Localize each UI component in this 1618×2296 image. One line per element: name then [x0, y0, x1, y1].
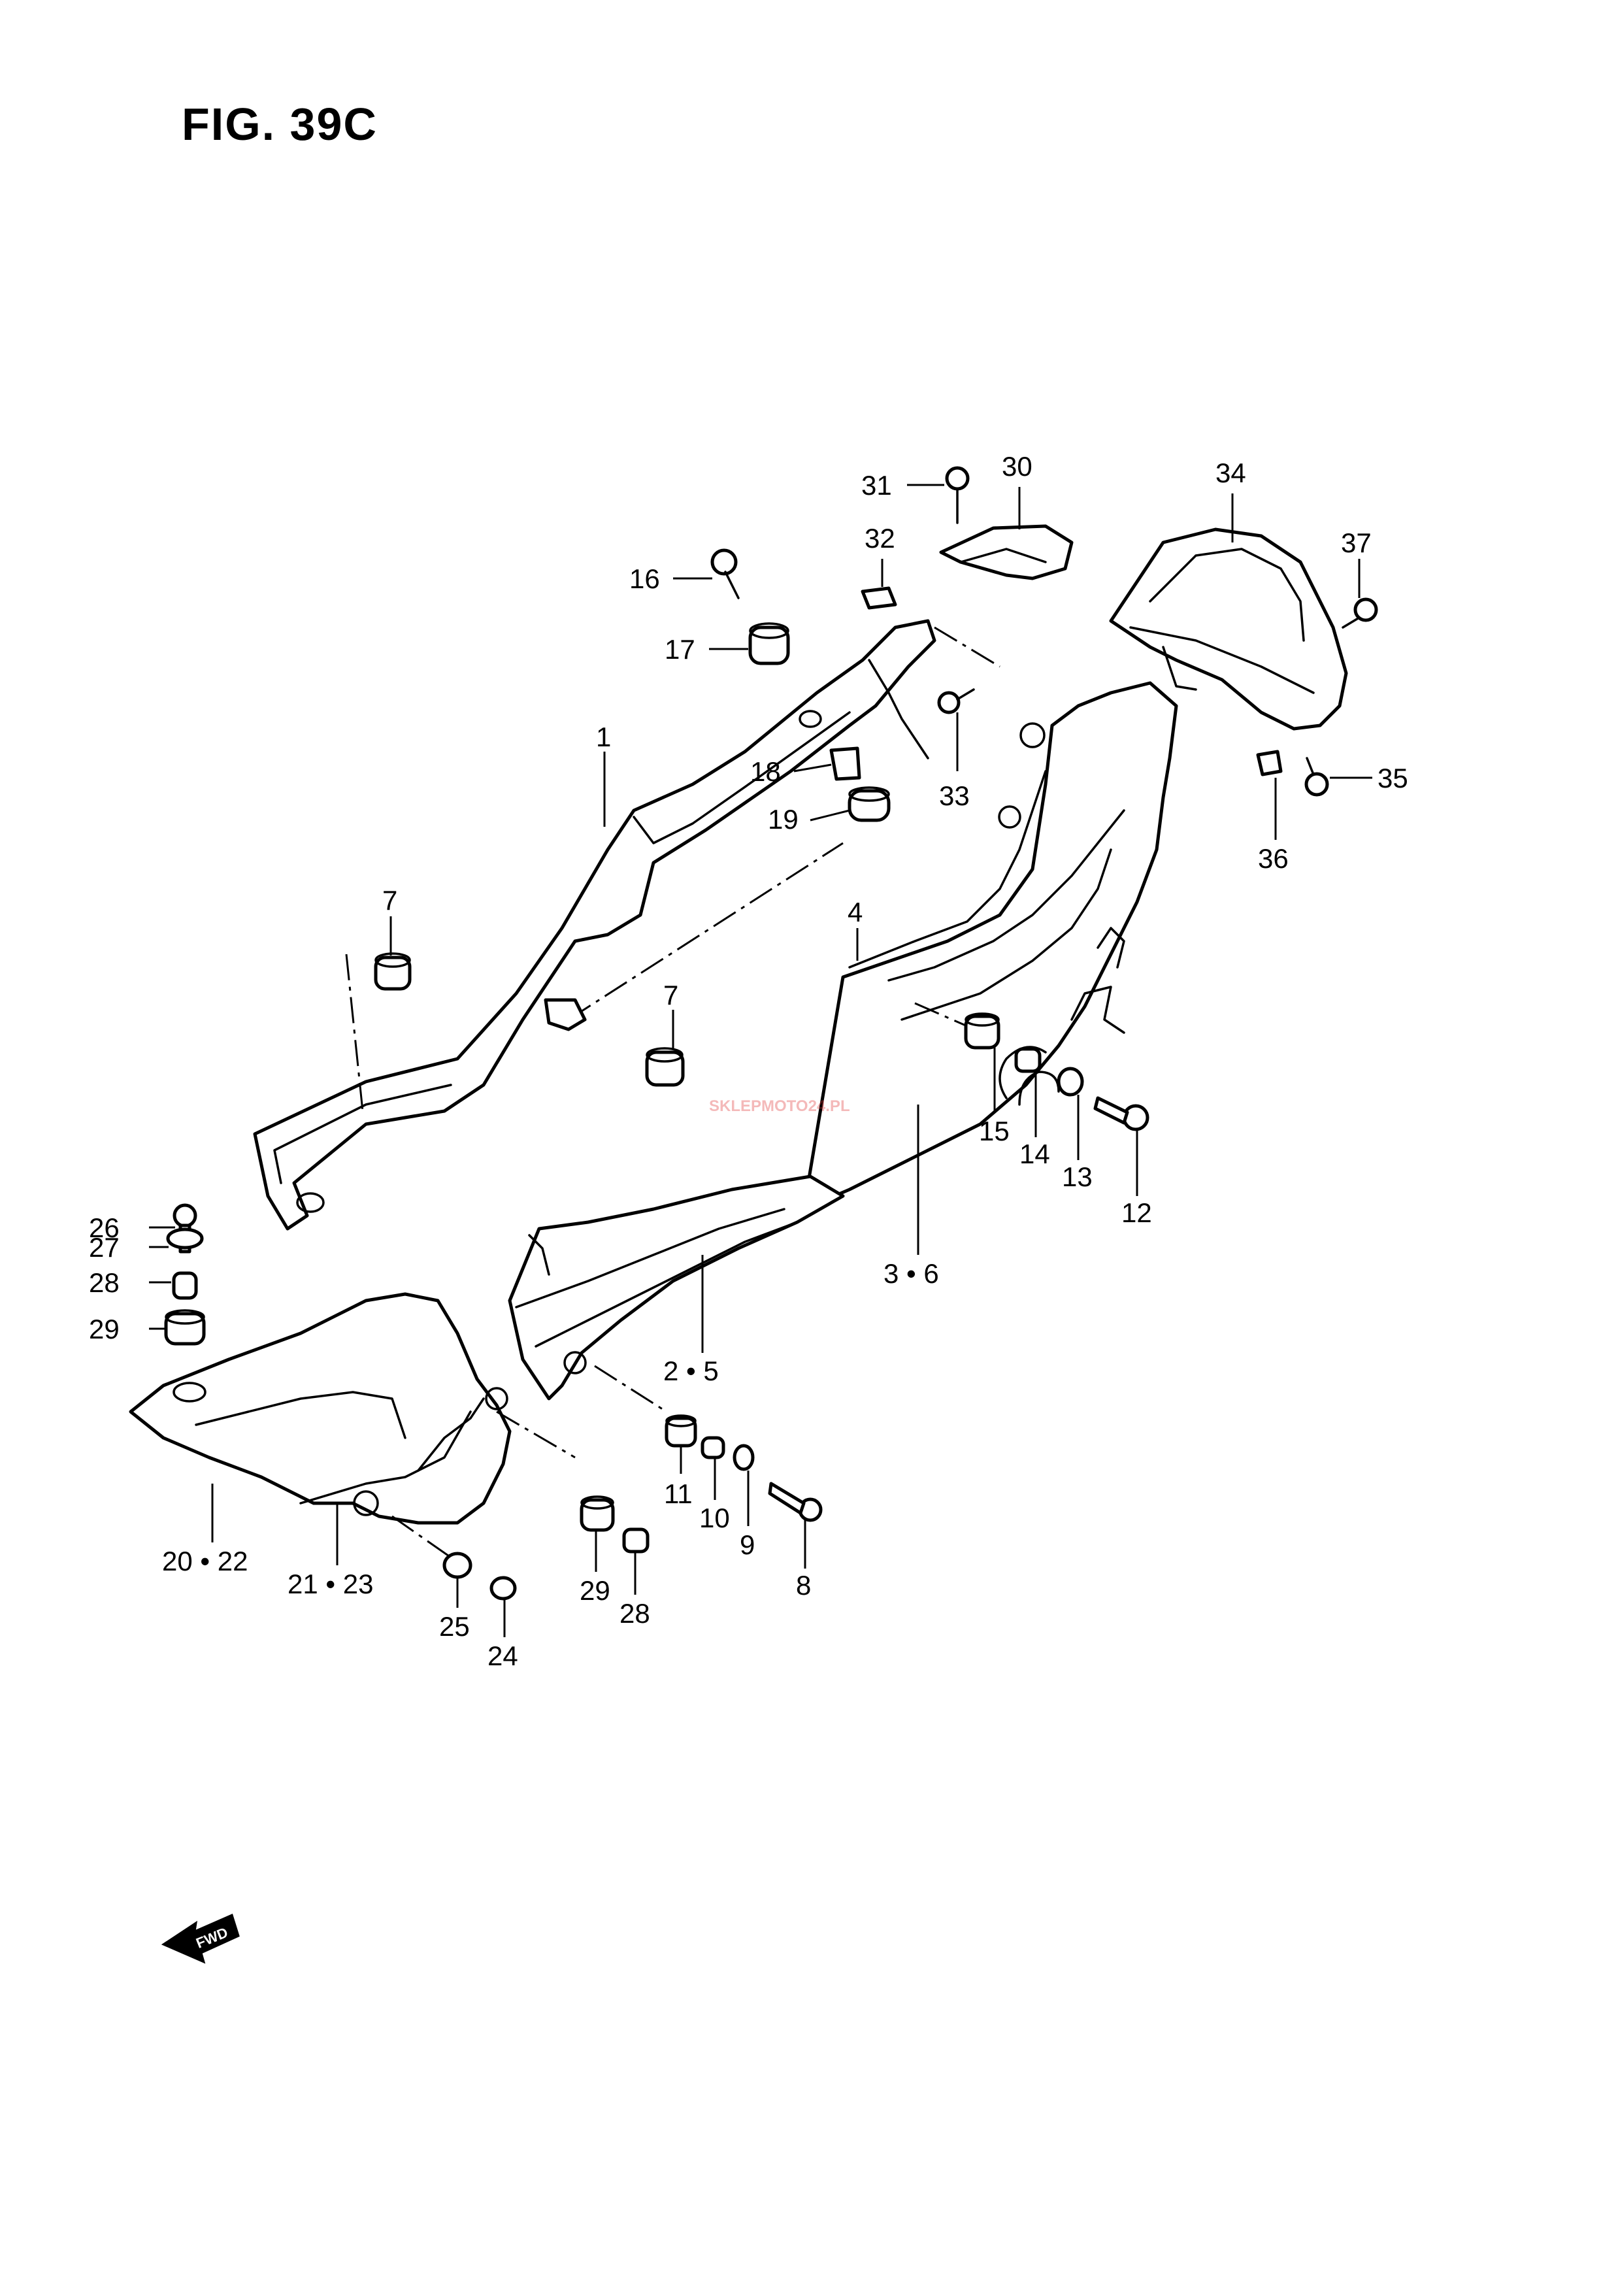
callout-34: 34 — [1215, 458, 1246, 488]
part-24-screw — [489, 1576, 517, 1601]
part-28-collar-lower — [622, 1527, 650, 1554]
part-11-grommet — [665, 1414, 697, 1448]
part-3-6-frame-cover — [802, 681, 1178, 1211]
callout-10: 10 — [699, 1503, 730, 1533]
callout-31: 31 — [861, 470, 892, 501]
callout-18: 18 — [750, 756, 781, 787]
callout-2-5: 2 • 5 — [663, 1356, 719, 1386]
part-7-grommet-upper — [374, 952, 412, 991]
part-28-collar-left — [172, 1271, 198, 1300]
callout-13: 13 — [1062, 1161, 1093, 1192]
callout-36: 36 — [1258, 843, 1289, 874]
watermark-text: SKLEPMOTO24.PL — [709, 1097, 850, 1115]
part-1-frame-bracket — [253, 619, 936, 1231]
part-20-22-lower-cover — [129, 1292, 512, 1525]
part-14-collar — [1014, 1047, 1042, 1073]
part-27-washer — [166, 1227, 204, 1250]
part-17-grommet — [748, 622, 790, 665]
callout-11: 11 — [664, 1478, 693, 1509]
callout-7: 7 — [663, 980, 678, 1010]
callout-20-22: 20 • 22 — [162, 1546, 248, 1576]
part-7-grommet-lower — [645, 1047, 685, 1087]
part-32-clip-nut — [861, 586, 897, 610]
part-33-screw — [937, 688, 975, 714]
part-9-washer — [733, 1444, 755, 1471]
part-34-tail-bracket — [1109, 527, 1348, 731]
callout-3-6: 3 • 6 — [883, 1258, 939, 1289]
callout-28: 28 — [89, 1267, 120, 1298]
callout-15: 15 — [979, 1116, 1010, 1146]
callout-8: 8 — [796, 1570, 811, 1601]
callout-24: 24 — [487, 1640, 518, 1671]
part-16-bolt — [710, 548, 740, 599]
fwd-arrow-icon: FWD — [161, 1913, 240, 1964]
part-35-screw — [1304, 757, 1329, 797]
part-13-washer — [1057, 1067, 1084, 1097]
part-10-collar — [701, 1436, 725, 1459]
callout-4: 4 — [848, 897, 863, 927]
callout-29: 29 — [89, 1314, 120, 1344]
part-36-clip-nut — [1256, 750, 1283, 776]
callout-9: 9 — [740, 1529, 755, 1560]
callout-12: 12 — [1121, 1197, 1152, 1228]
callout-32: 32 — [865, 523, 895, 554]
part-29-grommet-left — [164, 1309, 206, 1346]
callout-21-23: 21 • 23 — [288, 1569, 373, 1599]
figure-title: FIG. 39C — [182, 99, 378, 150]
callout-29: 29 — [580, 1575, 610, 1606]
part-19-grommet — [848, 786, 891, 822]
callout-33: 33 — [939, 780, 970, 811]
callout-17: 17 — [665, 634, 695, 665]
callout-16: 16 — [629, 563, 660, 594]
part-2-5-side-cover — [508, 1174, 845, 1401]
part-15-grommet — [964, 1012, 1000, 1050]
callout-1: 1 — [596, 722, 611, 752]
callout-27: 27 — [89, 1232, 120, 1263]
part-8-bolt — [768, 1482, 823, 1522]
callout-14: 14 — [1019, 1139, 1050, 1169]
part-18-clip — [829, 746, 861, 781]
part-31-screw — [945, 466, 970, 524]
clip-left — [544, 998, 587, 1031]
part-30-cover — [939, 524, 1074, 580]
callout-7: 7 — [382, 885, 397, 916]
callout-35: 35 — [1378, 763, 1408, 793]
part-29-grommet-lower — [580, 1495, 615, 1532]
part-12-bolt — [1093, 1096, 1149, 1131]
callout-28: 28 — [619, 1598, 650, 1629]
callout-26: 26 — [89, 1212, 120, 1243]
callout-19: 19 — [768, 804, 799, 835]
part-25-grommet — [442, 1552, 472, 1579]
callout-37: 37 — [1341, 527, 1372, 558]
part-37-screw — [1342, 597, 1378, 629]
callout-30: 30 — [1002, 451, 1032, 482]
callout-25: 25 — [439, 1611, 470, 1642]
